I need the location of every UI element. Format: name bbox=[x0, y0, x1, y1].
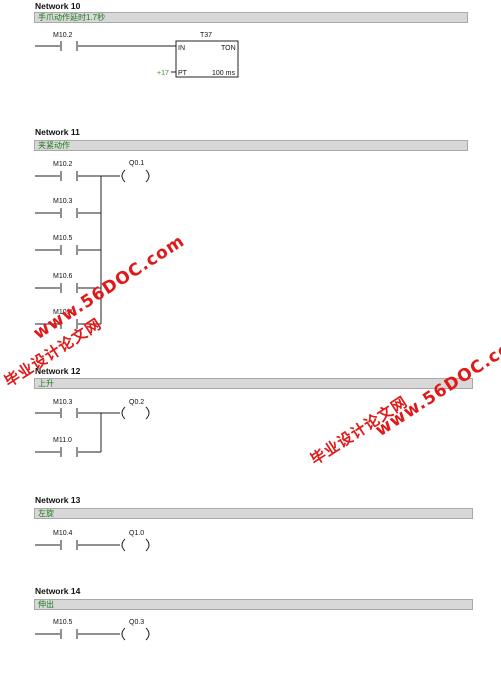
network-14-title[interactable]: Network 14 bbox=[35, 586, 81, 596]
coil-label: Q0.2 bbox=[129, 399, 144, 406]
contact-label: M10.4 bbox=[53, 309, 73, 316]
timer-box-t37[interactable] bbox=[175, 40, 239, 78]
coil-label: Q0.3 bbox=[129, 619, 144, 626]
network-12-title[interactable]: Network 12 bbox=[35, 366, 81, 376]
network-14-rung bbox=[35, 627, 150, 641]
contact-label: M10.4 bbox=[53, 530, 73, 537]
network-13-comment[interactable]: 左旋 bbox=[34, 508, 473, 519]
network-11-rung bbox=[35, 169, 150, 329]
contact-label: M10.3 bbox=[53, 399, 73, 406]
network-11-comment[interactable]: 夹紧动作 bbox=[34, 140, 468, 151]
network-10-comment[interactable]: 手爪动作延时1.7秒 bbox=[34, 12, 468, 23]
network-12-comment[interactable]: 上升 bbox=[34, 378, 473, 389]
contact-label: M11.0 bbox=[53, 437, 72, 444]
network-12-rung bbox=[35, 406, 150, 457]
network-11-title[interactable]: Network 11 bbox=[35, 127, 80, 137]
timer-name-label: T37 bbox=[200, 32, 212, 39]
timer-pt-pin: PT bbox=[178, 70, 188, 77]
contact-label: M10.3 bbox=[53, 198, 73, 205]
network-13-rung bbox=[35, 538, 150, 552]
network-10-rung bbox=[35, 40, 239, 78]
timer-base-label: 100 ms bbox=[212, 70, 235, 77]
contact-label: M10.5 bbox=[53, 619, 73, 626]
network-10-title[interactable]: Network 10 bbox=[35, 1, 81, 11]
network-14-comment[interactable]: 伸出 bbox=[34, 599, 473, 610]
network-13-title[interactable]: Network 13 bbox=[35, 495, 81, 505]
timer-type-label: TON bbox=[221, 45, 236, 52]
contact-label: M10.5 bbox=[53, 235, 73, 242]
contact-label: M10.2 bbox=[53, 32, 73, 39]
timer-preset-value[interactable]: +17 bbox=[157, 70, 169, 77]
timer-in-pin: IN bbox=[178, 45, 185, 52]
coil-label: Q1.0 bbox=[129, 530, 144, 537]
contact-label: M10.2 bbox=[53, 161, 73, 168]
coil-label: Q0.1 bbox=[129, 160, 144, 167]
contact-no[interactable] bbox=[60, 41, 78, 51]
contact-label: M10.6 bbox=[53, 273, 73, 280]
